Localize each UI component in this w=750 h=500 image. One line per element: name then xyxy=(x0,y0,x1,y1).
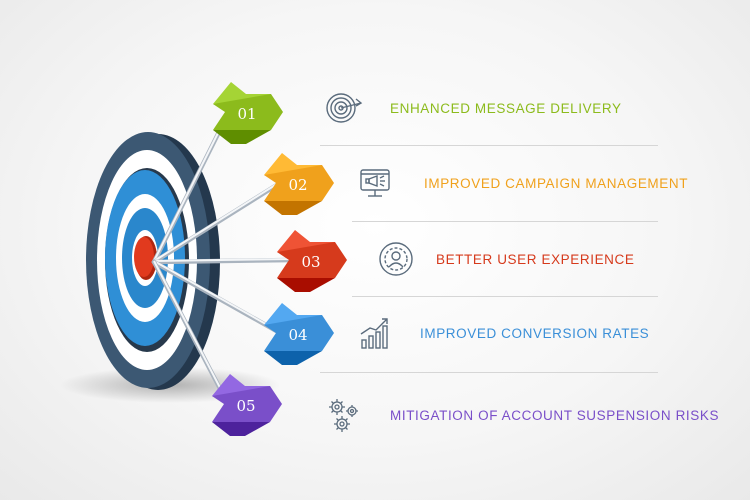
benefit-label: MITIGATION OF ACCOUNT SUSPENSION RISKS xyxy=(390,407,720,423)
arrow-tag-body-01 xyxy=(213,94,283,130)
benefit-label: BETTER USER EXPERIENCE xyxy=(436,251,635,267)
arrow-shaft-highlight-01 xyxy=(153,110,230,262)
arrow-tag-bottom-03 xyxy=(277,278,335,292)
arrow-tag-03: 03 xyxy=(277,230,347,292)
arrow-number-03: 03 xyxy=(301,253,320,271)
arrow-shaft-highlight-02 xyxy=(153,181,281,262)
arrow-tag-body-02 xyxy=(264,165,334,201)
growth-chart-icon xyxy=(357,314,395,352)
arrow-tag-05: 05 xyxy=(212,374,282,436)
arrow-shaft-highlight-04 xyxy=(153,260,281,333)
benefit-label: ENHANCED MESSAGE DELIVERY xyxy=(390,100,622,116)
arrow-number-01: 01 xyxy=(237,105,256,123)
arrow-number-05: 05 xyxy=(236,397,255,415)
gears-icon xyxy=(325,396,363,434)
arrow-tag-04: 04 xyxy=(264,303,334,365)
arrow-shaft-highlight-05 xyxy=(153,260,229,404)
divider-line xyxy=(352,296,658,297)
benefit-item-02: IMPROVED CAMPAIGN MANAGEMENT xyxy=(357,163,688,203)
target-arrow-icon xyxy=(325,89,363,127)
monitor-megaphone-icon xyxy=(357,164,395,202)
arrow-tag-02: 02 xyxy=(264,153,334,215)
user-circle-icon xyxy=(377,240,415,278)
benefit-label: IMPROVED CAMPAIGN MANAGEMENT xyxy=(424,175,689,191)
arrow-number-02: 02 xyxy=(288,176,307,194)
arrow-tag-bottom-02 xyxy=(264,201,322,215)
arrow-shaft-highlight-03 xyxy=(153,258,294,262)
benefit-label: IMPROVED CONVERSION RATES xyxy=(420,325,650,341)
arrow-number-04: 04 xyxy=(288,326,307,344)
divider-line xyxy=(352,221,658,222)
arrow-tag-body-05 xyxy=(212,386,282,422)
divider-line xyxy=(320,145,658,146)
arrow-tag-body-03 xyxy=(277,242,347,278)
arrow-tag-body-04 xyxy=(264,315,334,351)
divider-line xyxy=(320,372,658,373)
benefit-item-01: ENHANCED MESSAGE DELIVERY xyxy=(325,88,622,128)
arrow-tag-bottom-04 xyxy=(264,351,322,365)
arrow-tag-bottom-05 xyxy=(212,422,270,436)
arrow-tag-bottom-01 xyxy=(213,130,271,144)
arrow-tag-01: 01 xyxy=(213,82,283,144)
benefit-item-03: BETTER USER EXPERIENCE xyxy=(377,239,635,279)
benefit-item-05: MITIGATION OF ACCOUNT SUSPENSION RISKS xyxy=(325,395,719,435)
benefit-item-04: IMPROVED CONVERSION RATES xyxy=(357,313,649,353)
